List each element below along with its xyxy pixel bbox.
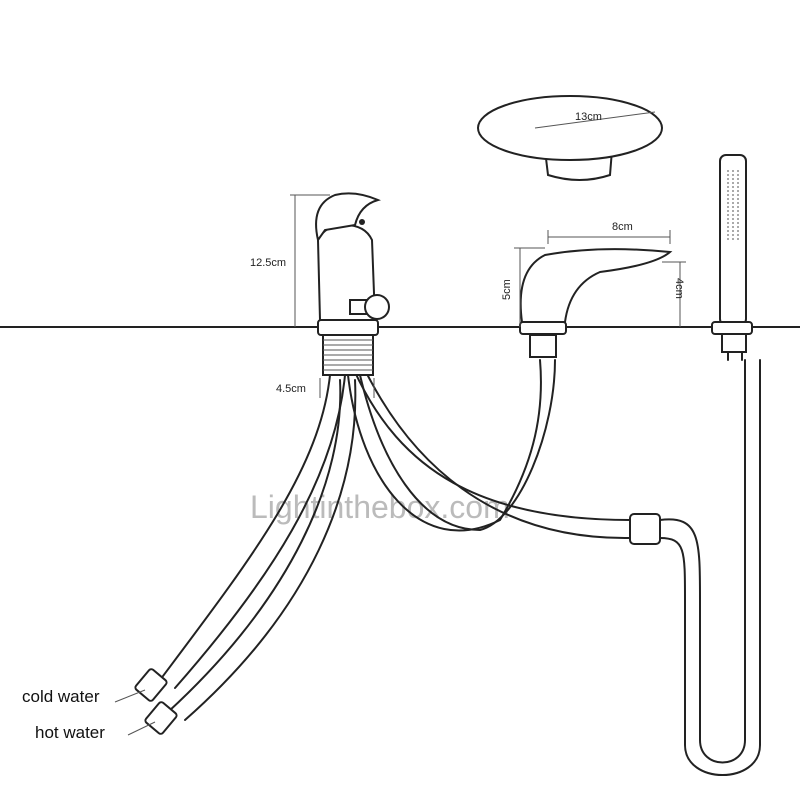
cold-water-label: cold water [22, 687, 100, 706]
dim-spout-height: 5cm [501, 279, 513, 300]
mixer-valve [315, 192, 390, 376]
dimension-lines: 12.5cm 8cm 5cm 4cm 4.5cm [250, 194, 686, 398]
hand-shower [711, 154, 753, 353]
dim-shaft-diameter: 4.5cm [276, 383, 306, 395]
dim-spout-length: 8cm [612, 221, 633, 233]
dim-mixer-height: 12.5cm [250, 257, 286, 269]
spout [519, 248, 673, 358]
dim-spout-tip-height: 4cm [673, 278, 685, 299]
dim-basin-width: 13cm [575, 111, 602, 123]
basin: 13cm [477, 95, 663, 181]
watermark: Lightinthebox.com [250, 489, 510, 525]
hot-water-label: hot water [35, 723, 105, 742]
hose-fittings [134, 668, 178, 735]
hoses [159, 339, 761, 776]
